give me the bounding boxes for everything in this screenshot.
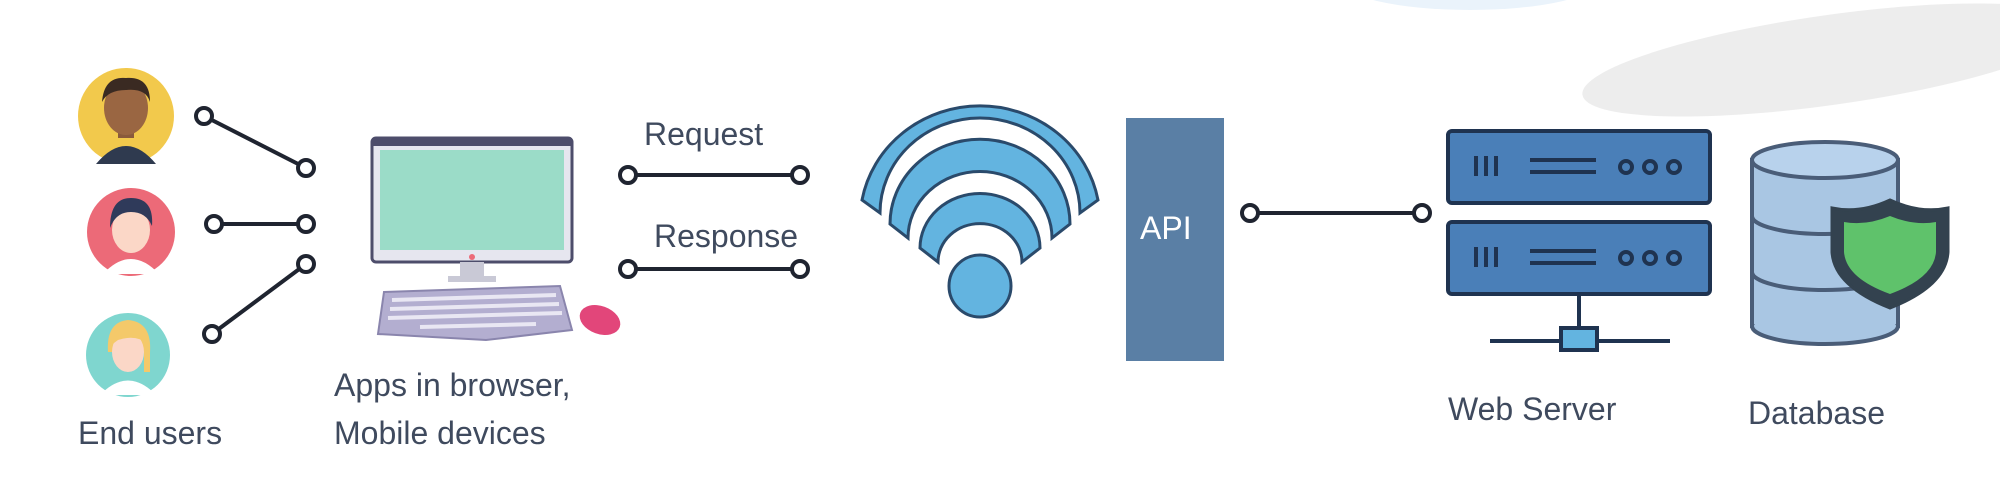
user-avatar-blonde-icon [86,313,170,397]
user-connectors [194,106,316,344]
response-label: Response [654,218,799,254]
request-label: Request [644,116,764,152]
desktop-computer-icon [370,136,621,342]
database-label: Database [1748,395,1885,431]
apps-label-line1: Apps in browser, [334,367,571,403]
user-avatar-pink-icon [87,188,175,276]
server-rack-icon [1446,129,1712,352]
api-block [1126,118,1224,361]
request-connector [618,165,810,185]
background-decor [1373,0,2000,117]
user-avatar-dark-hair-icon [78,68,174,164]
shield-icon [1830,198,1950,310]
response-connector [618,259,810,279]
wifi-icon [860,104,1100,319]
web-server-label: Web Server [1448,391,1617,427]
api-label: API [1140,210,1192,246]
apps-label-line2: Mobile devices [334,415,546,451]
api-server-connector [1240,203,1432,223]
end-users-label: End users [78,415,223,451]
